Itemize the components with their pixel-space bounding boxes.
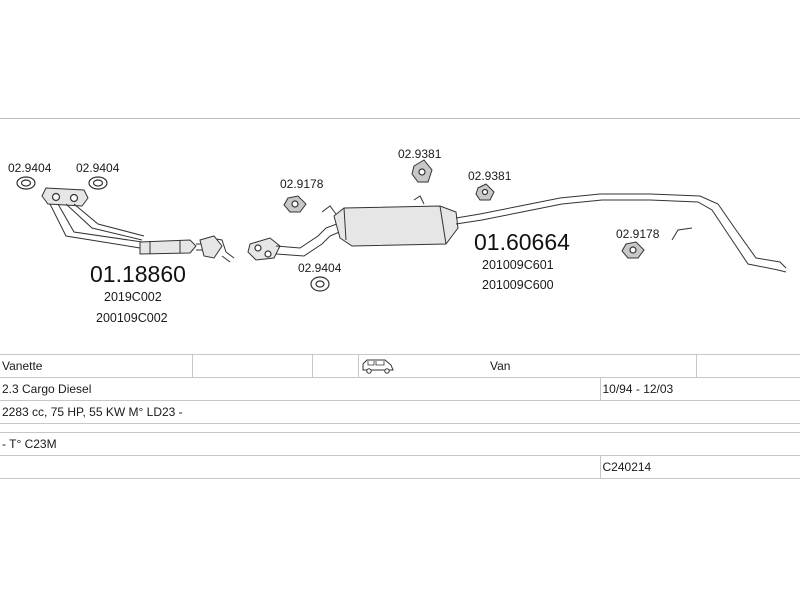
rear-silencer-code-1: 201009C601 [482,258,554,272]
front-pipe-code-2: 200109C002 [96,311,168,325]
gasket-1-shape [16,176,36,190]
info-row-type: - T° C23M [0,432,800,456]
mount-1-shape [411,159,433,183]
part-label-gasket-3: 02.9404 [298,261,342,275]
front-pipe-number: 01.18860 [90,261,186,287]
mount-2-shape [475,183,495,201]
rear-silencer-number: 01.60664 [474,229,570,255]
part-label-gasket-2: 02.9404 [76,161,120,175]
front-pipe-code-1: 2019C002 [104,290,162,304]
hanger-1-shape [283,195,307,213]
vehicle-period: 10/94 - 12/03 [599,377,800,401]
info-row-gap [0,424,800,433]
rear-tail-pipe [455,193,787,273]
info-row-catalog: C240214 [0,455,800,479]
part-label-gasket-1: 02.9404 [8,161,52,175]
part-label-hanger-1: 02.9178 [280,177,324,191]
front-pipe-assembly [41,187,235,263]
part-label-hanger-2: 02.9178 [616,227,660,241]
part-label-mount-1: 02.9381 [398,147,442,161]
top-frame-line [0,118,800,119]
empty-cell [0,455,600,479]
rear-silencer-box [333,205,459,247]
hanger-2-shape [621,241,645,259]
vehicle-type-code: - T° C23M [0,432,800,456]
empty-cell [695,354,800,378]
front-pipe-tube-lower [65,203,145,241]
vehicle-model: Vanette [0,354,192,378]
part-label-mount-2: 02.9381 [468,169,512,183]
van-icon [362,359,394,374]
empty-cell [191,354,312,378]
info-row-engine: 2.3 Cargo Diesel 10/94 - 12/03 [0,377,800,401]
gasket-3-shape [310,276,330,292]
vehicle-body-type: Van [488,354,696,378]
info-row-spec: 2283 cc, 75 HP, 55 KW M° LD23 - [0,400,800,424]
vehicle-engine-name: 2.3 Cargo Diesel [0,377,600,401]
front-pipe-flange [41,187,89,207]
rear-silencer-code-2: 201009C600 [482,278,554,292]
vehicle-info-table: Vanette Van 2.3 Cargo Diesel 10/94 - 12/… [0,354,800,479]
van-icon-cell [357,354,488,378]
front-pipe-catalyst [139,239,197,255]
rear-silencer-assembly [247,193,787,273]
gasket-2-shape [88,176,108,190]
empty-cell [311,354,358,378]
front-pipe-tube-upper [49,203,143,249]
catalog-code: C240214 [599,455,800,479]
info-row-model: Vanette Van [0,354,800,378]
vehicle-spec: 2283 cc, 75 HP, 55 KW M° LD23 - [0,400,800,424]
rear-inlet-flange [247,237,281,261]
